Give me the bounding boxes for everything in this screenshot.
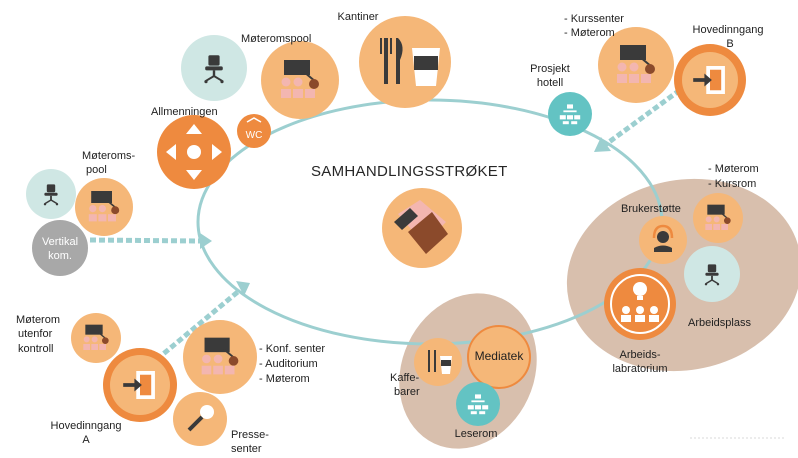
arbeidslab-label-1: Arbeids-	[619, 349, 661, 361]
prosjekthotell-circle	[548, 92, 592, 136]
arrowhead-bottom-left	[236, 281, 250, 296]
arbeidslab-label-2: labratorium	[612, 363, 668, 375]
arrowhead-top-right	[594, 137, 611, 152]
arbeidslab-ring	[610, 274, 670, 334]
pressesenter-label-1: Presse-	[231, 429, 269, 441]
wc-label: WC	[246, 130, 263, 141]
arbeidslab-outer	[604, 268, 676, 340]
cutlery-cup-icon	[380, 38, 440, 86]
leserom-label: Leserom	[454, 428, 498, 440]
connector-arrows	[89, 87, 682, 367]
moterom-right-label-2: - Kursrom	[708, 178, 757, 190]
allmenningen-label: Allmenningen	[151, 106, 218, 118]
moteromspool-top-label: Møteromspool	[241, 33, 312, 45]
handshake-icon	[394, 200, 448, 254]
arrow-top-right	[603, 87, 682, 148]
brukerstotte-label: Brukerstøtte	[621, 203, 681, 215]
arrow-bottom-left	[148, 288, 242, 367]
kaffebarer-circle	[414, 338, 462, 386]
hovedinngang-a-label-2: A	[82, 434, 90, 446]
arrowhead-left	[200, 233, 212, 249]
moterom-right-label-1: - Møterom	[708, 163, 759, 175]
mediatek-label: Mediatek	[474, 349, 524, 363]
arbeidsplass-label: Arbeidsplass	[688, 317, 751, 329]
arrow-left	[89, 237, 201, 244]
vertikal-circle	[32, 220, 88, 276]
vertikal-label-1: Vertikal	[41, 236, 79, 248]
moterom-utenfor-label-2: utenfor	[18, 328, 53, 340]
hovedinngang-a-label-1: Hovedinngang	[50, 420, 122, 432]
arrows-icon	[166, 124, 222, 180]
mediatek-circle	[467, 325, 531, 389]
microphone-icon	[187, 405, 214, 432]
pressesenter-label-2: senter	[231, 443, 262, 455]
hovedinngang-b-label-2: B	[726, 38, 734, 50]
konf-label-2: - Auditorium	[259, 358, 318, 370]
vertikal-label-2: kom.	[48, 250, 72, 262]
page-title: SAMHANDLINGSSTRØKET	[311, 163, 508, 180]
konf-label-3: - Møterom	[259, 373, 310, 385]
leserom-circle	[456, 382, 500, 426]
kurssenter-label-1: - Kurssenter	[564, 13, 624, 25]
moterom-utenfor-label-1: Møterom	[16, 314, 60, 326]
wc-icon	[246, 117, 262, 123]
kantiner-label: Kantiner	[337, 11, 379, 23]
konf-label-1: - Konf. senter	[259, 343, 326, 355]
headset-icon	[652, 224, 674, 252]
moteromspool-left-label-2: pool	[86, 164, 107, 176]
moterom-utenfor-label-3: kontroll	[18, 343, 54, 355]
kaffebarer-label-1: Kaffe-	[390, 372, 420, 384]
hovedinngang-b-label-1: Hovedinngang	[692, 24, 764, 36]
kurssenter-label-2: - Møterom	[564, 27, 615, 39]
moteromspool-left-label-1: Møteroms-	[82, 150, 136, 162]
kaffebarer-label-2: barer	[394, 386, 420, 398]
prosjekthotell-label-2: hotell	[536, 77, 564, 89]
lightbulb-group-icon	[621, 282, 659, 322]
cutlery-cup-icon-small	[428, 350, 452, 374]
wc-circle	[237, 114, 271, 148]
prosjekthotell-label-1: Prosjekt	[530, 63, 570, 75]
